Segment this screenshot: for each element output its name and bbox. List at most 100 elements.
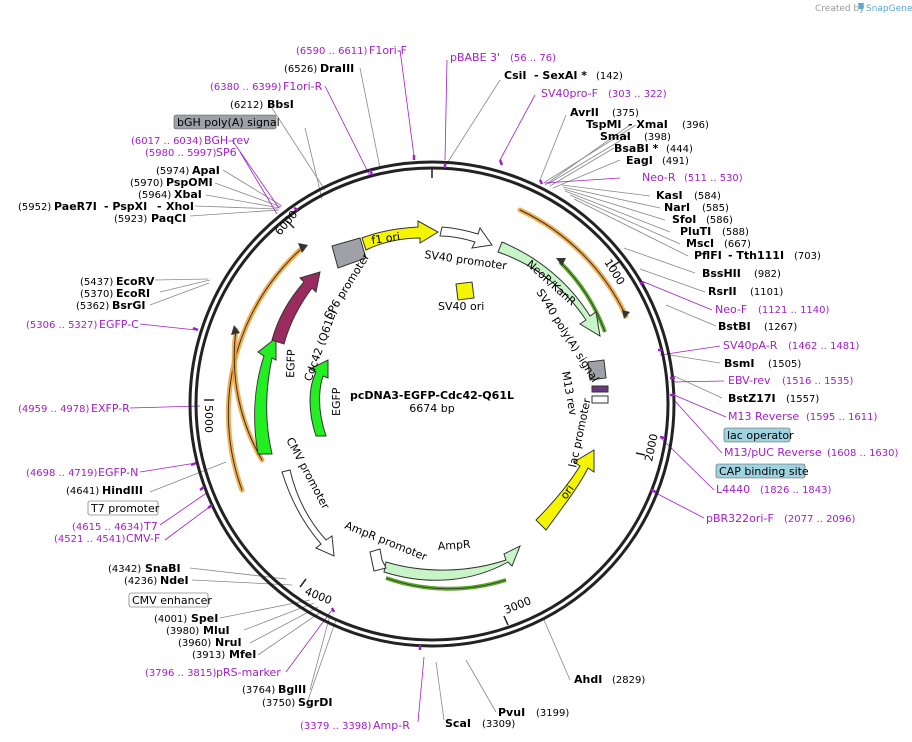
enzyme-smai-pos: (398) bbox=[644, 132, 671, 143]
enzyme-sexai: - SexAI * bbox=[534, 69, 587, 82]
enzyme-ecori: EcoRI bbox=[116, 287, 150, 300]
enzyme-mlui: MluI bbox=[203, 624, 230, 637]
orange-track-arcs bbox=[225, 207, 629, 493]
enzyme-draiii-pos: (6526) bbox=[284, 64, 317, 75]
enzyme-bsshii: BssHII bbox=[702, 267, 741, 280]
primer-sv40pa-r-range: (1462 .. 1481) bbox=[788, 341, 860, 352]
enzyme-nrui: NruI bbox=[215, 636, 242, 649]
primer-amp-r-range: (3379 .. 3398) bbox=[300, 721, 372, 732]
cmv-promoter-arrow bbox=[281, 469, 335, 557]
enzyme-bsabi-pos: (444) bbox=[666, 144, 693, 155]
primer-pbabe3-range: (56 .. 76) bbox=[510, 53, 556, 64]
primer-m13puc-reverse: M13/pUC Reverse bbox=[724, 446, 822, 459]
sv40-promoter-arrow bbox=[439, 226, 493, 249]
enzyme-xbai-pos: (5964) bbox=[138, 190, 171, 201]
enzyme-draiii: DraIII bbox=[320, 62, 354, 75]
enzyme-snabi: SnaBI bbox=[145, 562, 181, 575]
primer-f1ori-f-range: (6590 .. 6611) bbox=[296, 46, 368, 57]
enzyme-pflfi-pos: (703) bbox=[794, 251, 821, 262]
m13-rev-label: M13 rev bbox=[559, 370, 580, 417]
enzyme-labels: CsiI - SexAI * (142) AvrII (375) TspMI -… bbox=[18, 62, 821, 730]
enzyme-snabi-pos: (4342) bbox=[108, 564, 141, 575]
enzyme-bsmi-pos: (1505) bbox=[768, 359, 801, 370]
primer-bgh-rev-range: (6017 .. 6034) bbox=[131, 136, 203, 147]
enzyme-hindiii: HindIII bbox=[102, 484, 143, 497]
snapgene-credit: Created by SnapGene bbox=[815, 3, 912, 14]
primer-sp6-range: (5980 .. 5997) bbox=[145, 148, 217, 159]
primer-cmv-f: CMV-F bbox=[126, 532, 160, 545]
primer-labels: pBABE 3' (56 .. 76) SV40pro-F (303 .. 32… bbox=[18, 44, 899, 732]
enzyme-ahdi-pos: (2829) bbox=[612, 675, 645, 686]
snapgene-logo-icon bbox=[858, 3, 864, 9]
primer-m13-reverse-range: (1595 .. 1611) bbox=[806, 412, 878, 423]
primer-prs-marker: pRS-marker bbox=[216, 666, 281, 679]
enzyme-paer7i-pos: (5952) bbox=[18, 202, 51, 213]
primer-m13-reverse: M13 Reverse bbox=[728, 410, 799, 423]
enzyme-bglii: BglII bbox=[278, 683, 306, 696]
enzyme-xhoi-dash: - bbox=[157, 200, 162, 213]
enzyme-ecori-pos: (5370) bbox=[80, 289, 113, 300]
enzyme-bstbi: BstBI bbox=[718, 320, 751, 333]
enzyme-pluti: PluTI bbox=[680, 225, 711, 238]
enzyme-tspmi-pos: (396) bbox=[682, 120, 709, 131]
egfp-inner-arrow bbox=[308, 359, 329, 437]
primer-pbr322ori-f-range: (2077 .. 2096) bbox=[784, 514, 856, 525]
enzyme-mlui-pos: (3980) bbox=[166, 626, 199, 637]
enzyme-xmai: - XmaI bbox=[628, 118, 668, 131]
tick-5000: 5000 bbox=[202, 405, 215, 433]
primer-site-marks bbox=[190, 155, 675, 650]
cap-site-label: CAP binding site bbox=[719, 465, 809, 478]
primer-neo-f-range: (1121 .. 1140) bbox=[758, 305, 830, 316]
enzyme-pspomi: PspOMI bbox=[166, 176, 213, 189]
ampr-promoter-arrow bbox=[369, 548, 387, 572]
egfp-outer-label: EGFP bbox=[284, 349, 298, 378]
primer-egfp-c-range: (5306 .. 5327) bbox=[26, 320, 98, 331]
enzyme-bglii-pos: (3764) bbox=[242, 685, 275, 696]
bgh-terminator-box bbox=[331, 237, 367, 269]
ampr-promoter-label: AmpR promoter bbox=[343, 519, 429, 564]
enzyme-sfoi-pos: (586) bbox=[706, 215, 733, 226]
sv40-ori-box bbox=[455, 281, 475, 301]
credit-brand: SnapGene bbox=[866, 4, 912, 14]
green-arrow-head bbox=[556, 258, 566, 266]
egfp-inner-label: EGFP bbox=[330, 387, 343, 416]
cmv-enhancer-label: CMV enhancer bbox=[132, 594, 212, 607]
credit-text: Created by bbox=[815, 4, 865, 14]
enzyme-paer7i: PaeR7I bbox=[54, 200, 97, 213]
orange-arrow-head-b bbox=[231, 325, 240, 335]
primer-f1ori-r: F1ori-R bbox=[283, 80, 323, 93]
orange-arrow-head-a bbox=[298, 243, 308, 253]
primer-neo-r-range: (511 .. 530) bbox=[684, 173, 743, 184]
boxed-feature-labels: bGH poly(A) signal lac operator CAP bind… bbox=[87, 114, 809, 608]
enzyme-bbsi-pos: (6212) bbox=[230, 100, 263, 111]
primer-f1ori-r-range: (6380 .. 6399) bbox=[210, 82, 282, 93]
primer-egfp-n-range: (4698 .. 4719) bbox=[26, 468, 98, 479]
primer-neo-r: Neo-R bbox=[642, 171, 676, 184]
enzyme-ndei-pos: (4236) bbox=[124, 576, 157, 587]
enzyme-csii: CsiI bbox=[504, 69, 526, 82]
enzyme-bsrgi: BsrGI bbox=[112, 299, 145, 312]
t7-promoter-label: T7 promoter bbox=[90, 502, 160, 515]
enzyme-bbsi: BbsI bbox=[267, 98, 294, 111]
bgh-signal-label: bGH poly(A) signal bbox=[177, 116, 280, 129]
tick-3000: 3000 bbox=[502, 594, 533, 617]
enzyme-pspomi-pos: (5970) bbox=[130, 178, 163, 189]
neor-arrow bbox=[497, 241, 601, 337]
enzyme-eagi: EagI bbox=[626, 154, 653, 167]
enzyme-paqci-pos: (5923) bbox=[114, 214, 147, 225]
plasmid-size: 6674 bp bbox=[409, 402, 454, 415]
f1-ori-label: f1 ori bbox=[371, 230, 401, 247]
enzyme-nari: NarI bbox=[664, 201, 690, 214]
enzyme-eagi-pos: (491) bbox=[662, 156, 689, 167]
primer-l4440: L4440 bbox=[716, 483, 750, 496]
primer-sv40pa-r: SV40pA-R bbox=[723, 339, 778, 352]
enzyme-ndei: NdeI bbox=[160, 574, 189, 587]
f1-ori-arrow bbox=[361, 220, 439, 251]
primer-prs-marker-range: (3796 .. 3815) bbox=[145, 668, 217, 679]
enzyme-xhoi: XhoI bbox=[166, 200, 194, 213]
primer-sv40pro-f-range: (303 .. 322) bbox=[608, 89, 667, 100]
lac-promoter-mark bbox=[591, 395, 609, 404]
cdc42-arrow bbox=[271, 271, 321, 345]
enzyme-pluti-pos: (588) bbox=[722, 227, 749, 238]
primer-amp-r: Amp-R bbox=[373, 719, 410, 732]
